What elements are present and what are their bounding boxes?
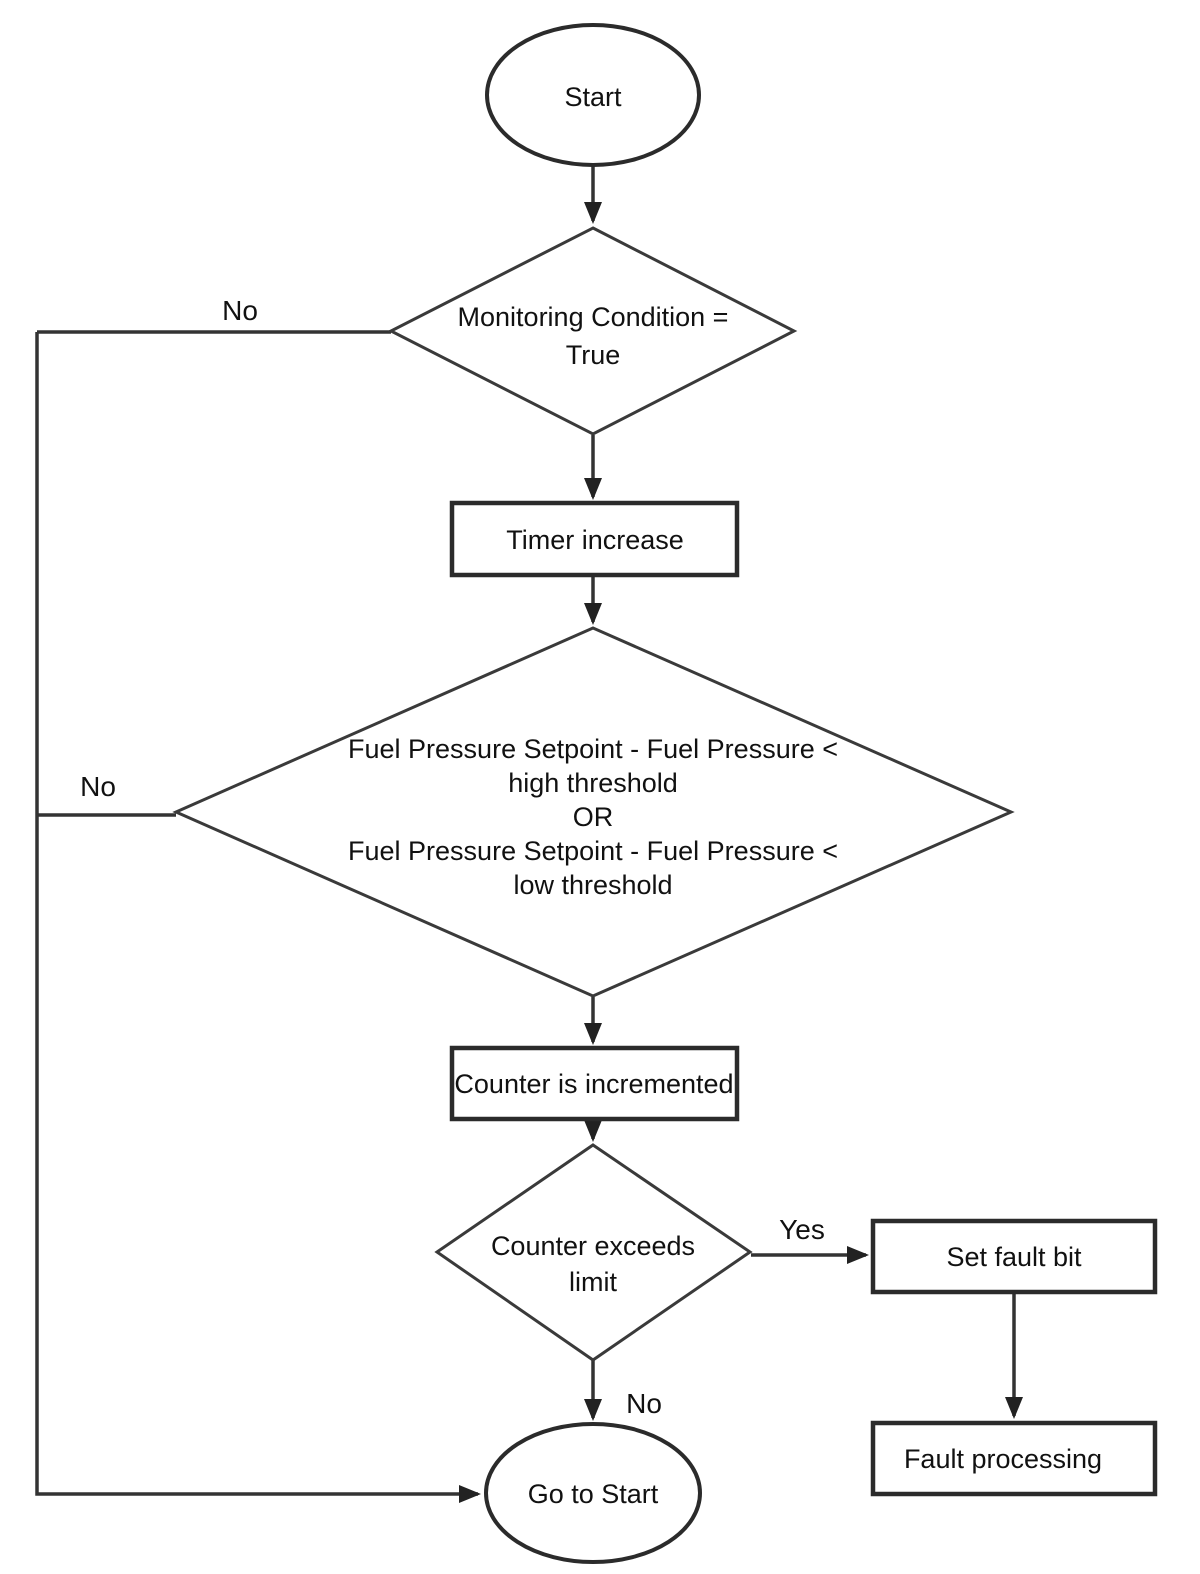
node-start: Start	[485, 23, 701, 167]
monitoring-condition-line2: True	[566, 340, 621, 370]
label-counter-yes: Yes	[779, 1214, 825, 1245]
fault-processing-rect	[870, 1420, 1158, 1497]
node-set-fault-bit: Set fault bit	[870, 1218, 1158, 1295]
node-go-to-start: Go to Start	[484, 1422, 702, 1564]
label-counter-no: No	[626, 1388, 662, 1419]
go-to-start-ellipse	[484, 1422, 702, 1564]
fuel-pressure-check-diamond	[172, 626, 1015, 998]
node-fuel-pressure-check: Fuel Pressure Setpoint - Fuel Pressure <…	[172, 626, 1015, 998]
timer-increase-label: Timer increase	[506, 525, 684, 555]
fault-processing-label: Fault processing	[904, 1444, 1102, 1474]
set-fault-bit-label: Set fault bit	[946, 1242, 1082, 1272]
node-timer-increase: Timer increase	[449, 500, 740, 578]
counter-incremented-label: Counter is incremented	[454, 1069, 733, 1099]
counter-exceeds-limit-diamond	[434, 1143, 753, 1362]
fuel-pressure-line5: low threshold	[513, 870, 672, 900]
edge-trunk-to-go-to-start	[35, 332, 481, 1503]
node-counter-exceeds-limit: Counter exceeds limit	[434, 1143, 753, 1362]
counter-incremented-rect	[449, 1045, 740, 1122]
node-counter-incremented: Counter is incremented	[449, 1045, 740, 1122]
go-to-start-label: Go to Start	[528, 1479, 659, 1509]
start-label: Start	[564, 82, 622, 112]
label-fuel-check-no: No	[80, 771, 116, 802]
fuel-pressure-line4: Fuel Pressure Setpoint - Fuel Pressure <	[348, 836, 838, 866]
monitoring-condition-diamond	[387, 226, 798, 436]
counter-exceeds-line1: Counter exceeds	[491, 1231, 695, 1261]
counter-exceeds-line2: limit	[569, 1267, 617, 1297]
node-fault-processing: Fault processing	[870, 1420, 1158, 1497]
node-monitoring-condition: Monitoring Condition = True	[387, 226, 798, 436]
fuel-pressure-line3: OR	[573, 802, 614, 832]
start-ellipse	[485, 23, 701, 167]
monitoring-condition-line1: Monitoring Condition =	[458, 302, 729, 332]
timer-increase-rect	[449, 500, 740, 578]
fuel-pressure-line2: high threshold	[508, 768, 678, 798]
set-fault-bit-rect	[870, 1218, 1158, 1295]
fuel-pressure-line1: Fuel Pressure Setpoint - Fuel Pressure <	[348, 734, 838, 764]
label-monitoring-no: No	[222, 295, 258, 326]
